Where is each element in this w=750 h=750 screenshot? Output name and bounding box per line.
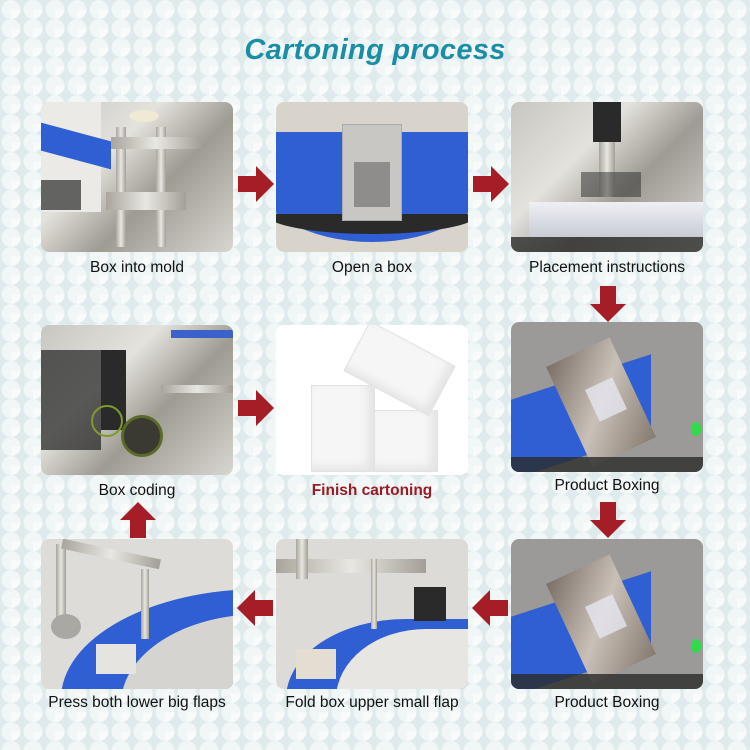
step-label: Finish cartoning	[311, 482, 433, 499]
product-boxing-photo	[511, 322, 703, 472]
step-label: Product Boxing	[554, 694, 660, 711]
machine-box-mold-photo	[41, 102, 233, 252]
arrow-up-icon	[120, 502, 156, 538]
step-label: Open a box	[331, 259, 413, 276]
step-fold-upper-flap: Fold box upper small flap	[276, 539, 468, 711]
box-coding-photo	[41, 325, 233, 475]
step-placement-instructions: Placement instructions	[511, 102, 703, 276]
page-title: Cartoning process	[244, 34, 506, 66]
press-lower-flaps-photo	[41, 539, 233, 689]
step-product-boxing-2: Product Boxing	[511, 539, 703, 711]
fold-upper-flap-photo	[276, 539, 468, 689]
product-boxing-photo	[511, 539, 703, 689]
open-box-on-blue-belt-photo	[276, 102, 468, 252]
step-box-into-mold: Box into mold	[41, 102, 233, 276]
step-label: Box coding	[98, 482, 176, 499]
arrow-right-icon	[473, 166, 509, 202]
leaflet-placement-photo	[511, 102, 703, 252]
white-boxes-photo	[276, 325, 468, 475]
arrow-down-icon	[590, 502, 626, 538]
step-label: Placement instructions	[529, 259, 685, 276]
step-finish-cartoning: Finish cartoning	[276, 325, 468, 499]
step-label: Press both lower big flaps	[48, 694, 226, 711]
step-press-lower-flaps: Press both lower big flaps	[41, 539, 233, 711]
arrow-left-icon	[237, 590, 273, 626]
step-open-a-box: Open a box	[276, 102, 468, 276]
step-label: Fold box upper small flap	[285, 694, 459, 711]
step-label: Box into mold	[90, 259, 184, 276]
step-label: Product Boxing	[554, 477, 660, 494]
arrow-down-icon	[590, 286, 626, 322]
arrow-right-icon	[238, 390, 274, 426]
arrow-left-icon	[472, 590, 508, 626]
step-product-boxing-1: Product Boxing	[511, 322, 703, 494]
arrow-right-icon	[238, 166, 274, 202]
step-box-coding: Box coding	[41, 325, 233, 499]
